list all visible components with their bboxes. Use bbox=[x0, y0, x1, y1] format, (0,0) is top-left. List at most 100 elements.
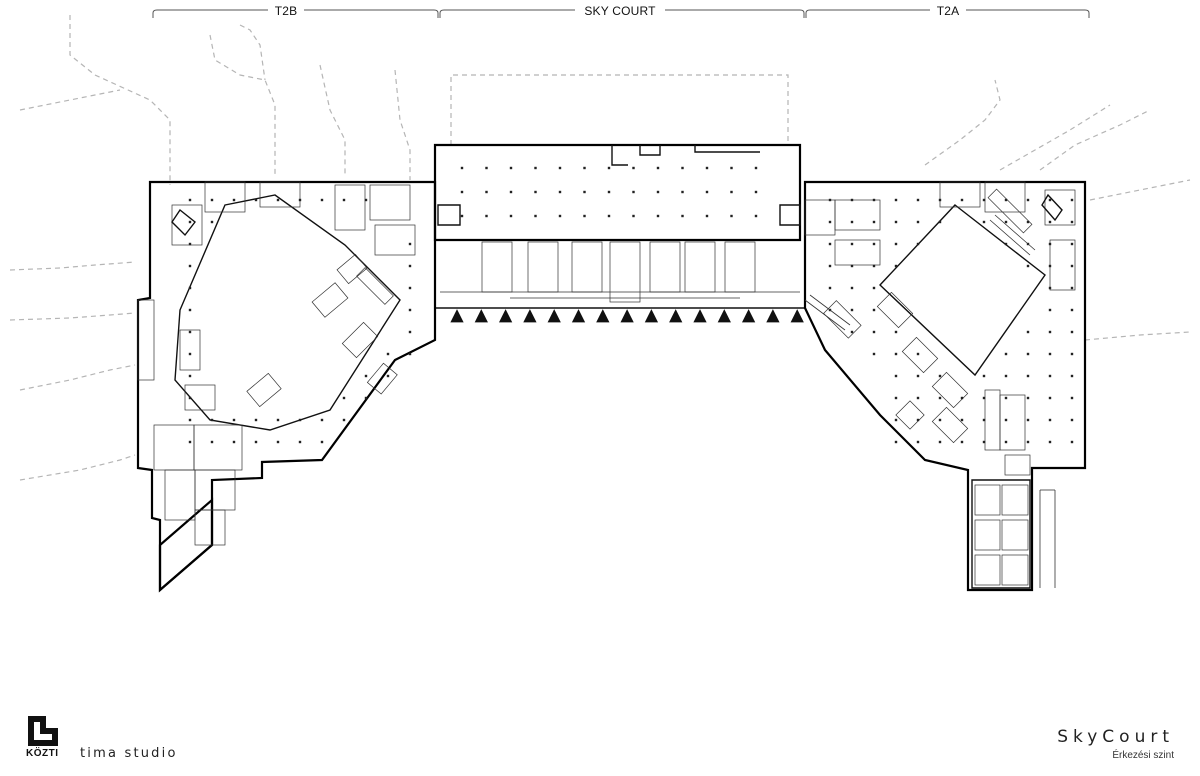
column bbox=[632, 166, 635, 170]
column bbox=[386, 352, 390, 356]
column bbox=[460, 190, 464, 194]
gate-marker bbox=[620, 309, 634, 323]
column bbox=[656, 190, 660, 194]
column bbox=[894, 418, 898, 422]
column bbox=[534, 214, 537, 218]
column bbox=[754, 214, 758, 218]
column bbox=[872, 220, 876, 224]
drawing-title: SkyCourt bbox=[1057, 727, 1174, 747]
column bbox=[916, 352, 920, 356]
column bbox=[894, 220, 898, 224]
column bbox=[298, 418, 302, 422]
column bbox=[894, 198, 898, 202]
column bbox=[828, 198, 832, 202]
column bbox=[558, 166, 562, 170]
column bbox=[705, 166, 709, 170]
gate-marker bbox=[523, 309, 537, 323]
gate-marker bbox=[741, 309, 756, 323]
column bbox=[1026, 418, 1030, 422]
column bbox=[632, 214, 635, 218]
column bbox=[342, 396, 346, 400]
column bbox=[1004, 418, 1008, 422]
column bbox=[1026, 440, 1030, 444]
column bbox=[1070, 242, 1074, 246]
column bbox=[828, 220, 832, 224]
gate-marker bbox=[693, 309, 707, 323]
column bbox=[1070, 330, 1074, 334]
column bbox=[298, 198, 302, 202]
gate-marker bbox=[766, 309, 780, 323]
column bbox=[681, 190, 684, 194]
logo-text: KÖZTI bbox=[26, 748, 59, 759]
column bbox=[894, 374, 898, 378]
column bbox=[916, 396, 920, 400]
column bbox=[188, 374, 192, 378]
column bbox=[754, 190, 758, 194]
column bbox=[872, 286, 876, 290]
column bbox=[210, 440, 214, 444]
gate-marker bbox=[474, 309, 488, 323]
column bbox=[188, 308, 192, 312]
column bbox=[960, 440, 964, 444]
feature-lines bbox=[171, 145, 1063, 331]
room-partitions bbox=[137, 181, 1076, 588]
label-bg-t2a bbox=[930, 5, 966, 17]
column bbox=[916, 242, 920, 246]
gate-marker bbox=[498, 309, 513, 323]
column bbox=[408, 352, 412, 356]
column bbox=[1048, 220, 1052, 224]
column bbox=[1004, 396, 1008, 400]
sky-court-hall bbox=[433, 143, 802, 242]
column bbox=[1070, 418, 1074, 422]
column bbox=[850, 308, 854, 312]
column bbox=[982, 198, 986, 202]
section-label-sky-court: SKY COURT bbox=[584, 4, 656, 18]
t2b-wing bbox=[136, 180, 437, 593]
column bbox=[1026, 330, 1030, 334]
column bbox=[342, 418, 346, 422]
column bbox=[188, 220, 192, 224]
column bbox=[982, 220, 986, 224]
column bbox=[534, 166, 537, 170]
column bbox=[656, 166, 660, 170]
column bbox=[982, 440, 986, 444]
column bbox=[894, 440, 898, 444]
column bbox=[188, 418, 192, 422]
column bbox=[558, 190, 562, 194]
t2b-diagonal-pier bbox=[174, 194, 401, 431]
column bbox=[408, 308, 412, 312]
column bbox=[1048, 352, 1052, 356]
gate-marker bbox=[790, 309, 804, 323]
column bbox=[850, 264, 854, 268]
column bbox=[320, 440, 324, 444]
gate-marker bbox=[450, 309, 464, 323]
column bbox=[1004, 352, 1008, 356]
column bbox=[1048, 374, 1052, 378]
section-label-t2b: T2B bbox=[275, 4, 298, 18]
column bbox=[188, 330, 192, 334]
column bbox=[754, 166, 758, 170]
gate-marker bbox=[717, 309, 731, 323]
column bbox=[938, 418, 942, 422]
column bbox=[1048, 396, 1052, 400]
column bbox=[960, 198, 964, 202]
column bbox=[1048, 308, 1052, 312]
column bbox=[188, 264, 192, 268]
column bbox=[938, 198, 942, 202]
column bbox=[850, 242, 854, 246]
column bbox=[960, 396, 964, 400]
column bbox=[1070, 286, 1074, 290]
column bbox=[916, 374, 920, 378]
column bbox=[607, 214, 611, 218]
column bbox=[872, 198, 876, 202]
column bbox=[982, 374, 986, 378]
column bbox=[681, 166, 684, 170]
column bbox=[1026, 396, 1030, 400]
column bbox=[916, 440, 920, 444]
column bbox=[583, 190, 586, 194]
column bbox=[1070, 198, 1074, 202]
column bbox=[254, 440, 258, 444]
column bbox=[916, 418, 920, 422]
column bbox=[850, 198, 854, 202]
column bbox=[872, 330, 876, 334]
